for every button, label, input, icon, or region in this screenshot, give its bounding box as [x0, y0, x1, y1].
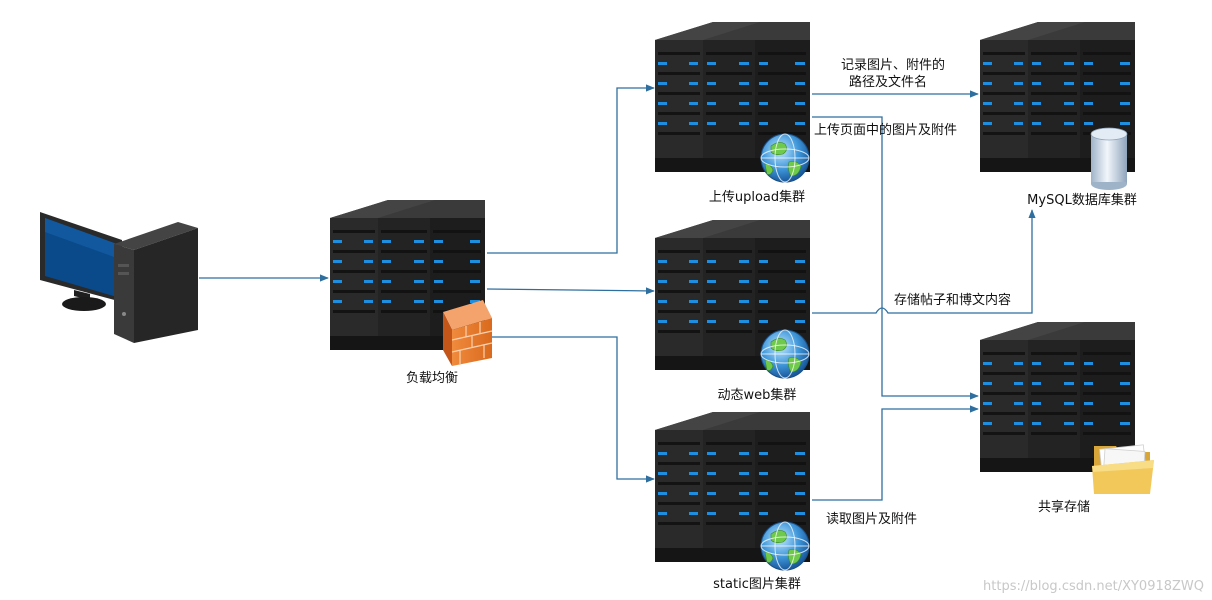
edge-label-record-paths-line2: 路径及文件名 — [848, 75, 928, 90]
globe-icon — [760, 133, 810, 183]
globe-icon — [760, 329, 810, 379]
mysql-cluster-server — [980, 22, 1135, 190]
web-cluster-server — [655, 220, 810, 379]
label-upload-cluster: 上传upload集群 — [708, 190, 806, 205]
edge-lb-to-static — [492, 336, 655, 483]
shared-storage-server — [980, 322, 1154, 494]
static-cluster-server — [655, 412, 810, 571]
edge-web-to-mysql — [812, 209, 1036, 314]
edge-lb-to-upload — [487, 84, 655, 254]
edge-lb-to-web — [486, 287, 655, 295]
firewall-icon — [443, 300, 493, 366]
label-load-balancer: 负载均衡 — [405, 371, 459, 386]
edge-label-store-posts: 存储帖子和博文内容 — [894, 293, 1012, 308]
folder-icon — [1092, 444, 1154, 494]
upload-cluster-server — [655, 22, 810, 183]
label-mysql-cluster: MySQL数据库集群 — [1027, 193, 1137, 208]
edge-label-read-files: 读取图片及附件 — [826, 512, 918, 527]
label-shared-storage: 共享存储 — [1037, 500, 1091, 515]
edge-static-to-storage — [812, 405, 979, 501]
load-balancer-server — [330, 200, 493, 366]
edge-upload-to-storage — [812, 116, 979, 400]
globe-icon — [760, 521, 810, 571]
watermark: https://blog.csdn.net/XY0918ZWQ — [983, 579, 1204, 594]
database-cylinder-icon — [1090, 127, 1128, 190]
connector-lines — [199, 84, 1036, 501]
label-static-cluster: static图片集群 — [713, 577, 801, 592]
label-web-cluster: 动态web集群 — [717, 388, 797, 403]
client-computer-icon — [40, 212, 198, 343]
edge-label-upload-files: 上传页面中的图片及附件 — [814, 123, 958, 138]
edge-label-record-paths-line1: 记录图片、附件的 — [840, 58, 946, 73]
